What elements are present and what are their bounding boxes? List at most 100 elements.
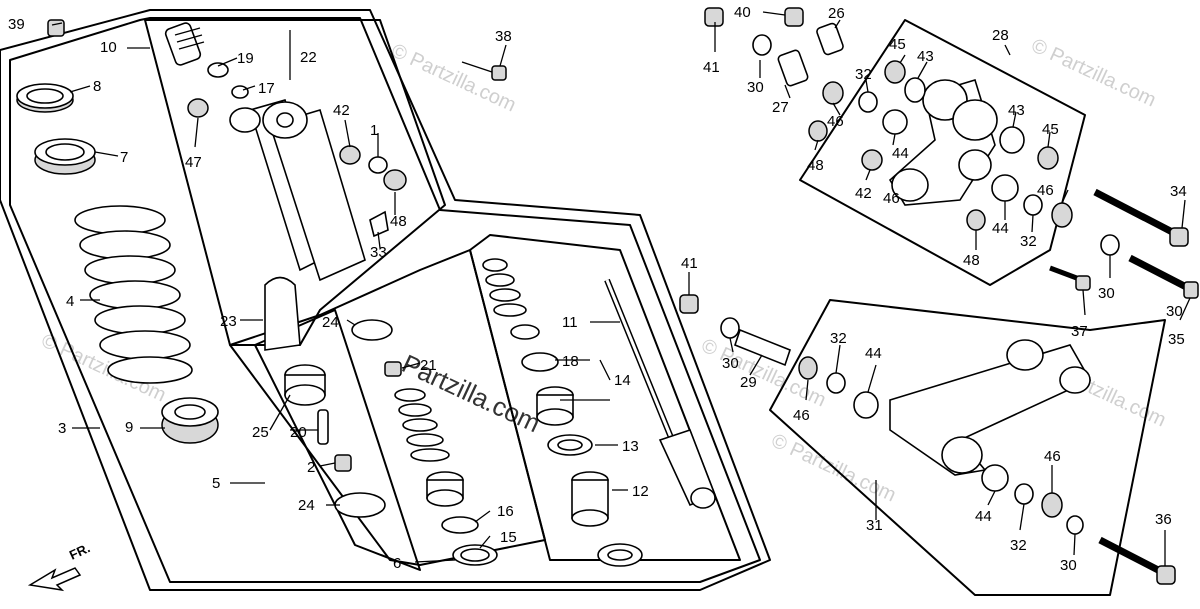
part-nut-41-upper — [704, 7, 724, 27]
part-shock-body — [164, 22, 366, 282]
callout-46: 46 — [793, 407, 810, 424]
callout-14: 14 — [614, 372, 631, 389]
callout-11: 11 — [562, 314, 578, 331]
callout-48: 48 — [963, 252, 980, 269]
part-bolt-36 — [1098, 536, 1176, 585]
callout-43: 43 — [1008, 102, 1025, 119]
part-washer-30-upper — [752, 34, 772, 56]
part-collar-29 — [734, 328, 791, 367]
part-seal-14 — [536, 386, 574, 426]
callout-42: 42 — [333, 102, 350, 119]
part-spring-4 — [74, 205, 193, 384]
callout-7: 7 — [120, 149, 128, 166]
callout-47: 47 — [185, 154, 202, 171]
callout-24: 24 — [322, 314, 339, 331]
callout-20: 20 — [290, 424, 307, 441]
callout-1: 1 — [370, 122, 378, 139]
part-circlip-24-lower — [334, 492, 386, 518]
callout-12: 12 — [632, 483, 649, 500]
callout-32: 32 — [855, 66, 872, 83]
callout-30: 30 — [722, 355, 739, 372]
callout-30: 30 — [1060, 557, 1077, 574]
callout-46: 46 — [1037, 182, 1054, 199]
part-needle-stack — [482, 258, 527, 317]
callout-30: 30 — [747, 79, 764, 96]
part-bolt-39 — [47, 19, 65, 37]
callout-45: 45 — [889, 36, 906, 53]
callout-29: 29 — [740, 374, 757, 391]
callout-2: 2 — [307, 459, 315, 476]
part-bushing-47 — [187, 98, 209, 118]
callout-25: 25 — [252, 424, 269, 441]
outline-31 — [769, 299, 1166, 596]
part-bolt-35 — [1128, 254, 1199, 299]
part-valve-20 — [317, 409, 329, 445]
callout-38: 38 — [495, 28, 512, 45]
callout-23: 23 — [220, 313, 237, 330]
callout-42: 42 — [855, 185, 872, 202]
outline-28 — [799, 19, 1086, 286]
callout-30: 30 — [1098, 285, 1115, 302]
callout-44: 44 — [865, 345, 882, 362]
part-washer-mid — [510, 324, 540, 340]
part-ring-18 — [521, 352, 559, 372]
part-rod-11 — [604, 278, 717, 509]
part-piston-assy — [426, 471, 464, 507]
part-nut-2 — [334, 454, 352, 472]
callout-44: 44 — [975, 508, 992, 525]
watermark: © Partzilla.com — [1028, 35, 1159, 112]
outline-5 — [9, 17, 761, 583]
callout-46: 46 — [827, 113, 844, 130]
callout-41: 41 — [703, 59, 720, 76]
callout-22: 22 — [300, 49, 317, 66]
callout-30: 30 — [1166, 303, 1183, 320]
front-label: FR. — [67, 540, 92, 562]
callout-9: 9 — [125, 419, 133, 436]
part-shim-stack — [394, 388, 450, 462]
callout-17: 17 — [258, 80, 275, 97]
part-seal-17 — [231, 85, 249, 99]
callout-32: 32 — [1010, 537, 1027, 554]
callout-34: 34 — [1170, 183, 1187, 200]
part-nut-21 — [384, 361, 402, 377]
part-cap-13 — [547, 434, 593, 456]
callout-24: 24 — [298, 497, 315, 514]
callout-26: 26 — [828, 5, 845, 22]
callout-31: 31 — [866, 517, 883, 534]
callout-4: 4 — [66, 293, 74, 310]
part-washer-30-right — [1100, 234, 1120, 256]
outline-3 — [0, 9, 771, 591]
part-washer-30-mid — [720, 317, 740, 339]
callout-37: 37 — [1071, 323, 1088, 340]
part-clip-33 — [369, 210, 389, 238]
callout-8: 8 — [93, 78, 101, 95]
callout-36: 36 — [1155, 511, 1172, 528]
part-piston-25 — [284, 364, 326, 406]
callout-41: 41 — [681, 255, 698, 272]
group-outlines — [0, 9, 1166, 596]
callout-35: 35 — [1168, 331, 1185, 348]
part-bump-rubber-23 — [264, 276, 301, 351]
callout-40: 40 — [734, 4, 751, 21]
part-ring-15 — [452, 544, 498, 566]
callout-39: 39 — [8, 16, 25, 33]
callout-32: 32 — [830, 330, 847, 347]
callout-3: 3 — [58, 420, 66, 437]
part-nut-40 — [784, 7, 804, 27]
callout-5: 5 — [212, 475, 220, 492]
callout-46: 46 — [1044, 448, 1061, 465]
part-bolt-38 — [461, 61, 507, 81]
part-link-28 — [888, 79, 998, 206]
part-cap-bottom — [597, 543, 643, 567]
part-spring-seat-8 — [16, 83, 74, 113]
callout-33: 33 — [370, 244, 387, 261]
part-washer-19 — [207, 62, 229, 78]
callout-46: 46 — [883, 190, 900, 207]
outline-14 — [469, 234, 741, 561]
part-arm-31 — [889, 339, 1092, 476]
part-nut-41-lower — [679, 294, 699, 314]
callout-13: 13 — [622, 438, 639, 455]
